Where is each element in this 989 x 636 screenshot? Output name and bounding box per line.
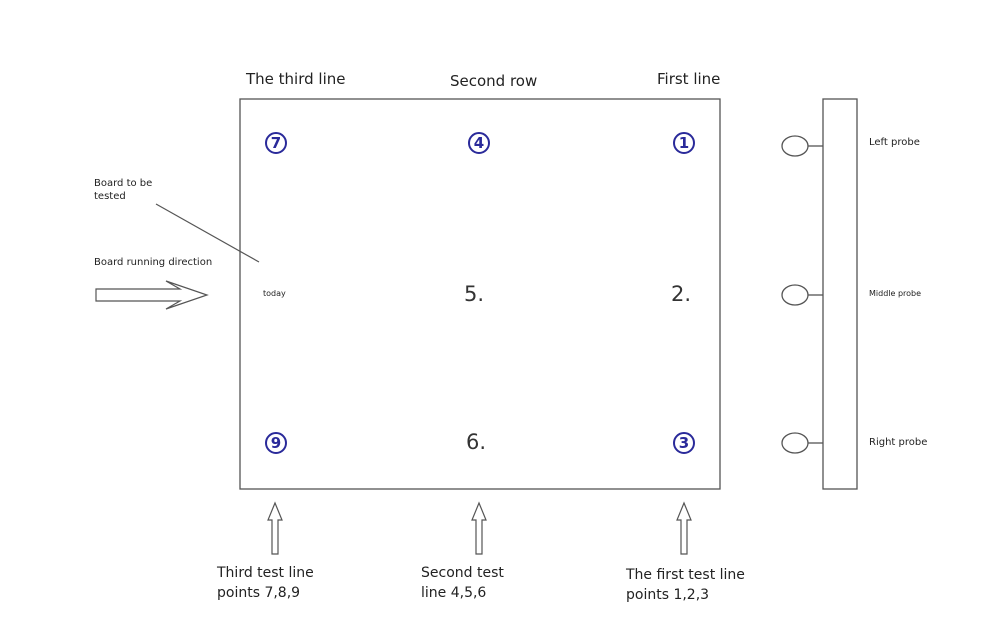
first-line-up-arrow-icon	[676, 501, 692, 555]
point-4-badge: 4	[468, 132, 490, 154]
point-7-badge: 7	[265, 132, 287, 154]
board-running-direction-label: Board running direction	[94, 257, 213, 268]
header-third-line: The third line	[246, 70, 346, 88]
right-probe-label: Right probe	[869, 437, 928, 448]
point-1-badge: 1	[673, 132, 695, 154]
right-probe-icon	[781, 432, 823, 454]
middle-probe-icon	[781, 284, 823, 306]
point-3-badge: 3	[673, 432, 695, 454]
header-second-row: Second row	[450, 72, 538, 90]
probe-bar	[822, 98, 858, 490]
point-8-label: today	[263, 289, 286, 298]
second-test-line-caption: Second test line 4,5,6	[421, 565, 504, 601]
middle-probe-label: Middle probe	[869, 289, 922, 298]
direction-arrow-icon	[95, 280, 209, 310]
first-test-line-caption: The first test line points 1,2,3	[626, 567, 745, 603]
left-probe-icon	[781, 135, 823, 157]
board-to-be-tested-label: Board to be tested	[94, 178, 153, 202]
board-pointer-line	[155, 203, 260, 263]
point-9-badge: 9	[265, 432, 287, 454]
point-6-label: 6.	[466, 430, 487, 454]
second-line-up-arrow-icon	[471, 501, 487, 555]
left-probe-label: Left probe	[869, 137, 920, 148]
header-first-line: First line	[657, 70, 721, 88]
point-5-label: 5.	[464, 282, 485, 306]
third-test-line-caption: Third test line points 7,8,9	[217, 565, 314, 601]
board-rectangle	[239, 98, 721, 490]
point-2-label: 2.	[671, 282, 692, 306]
third-line-up-arrow-icon	[267, 501, 283, 555]
